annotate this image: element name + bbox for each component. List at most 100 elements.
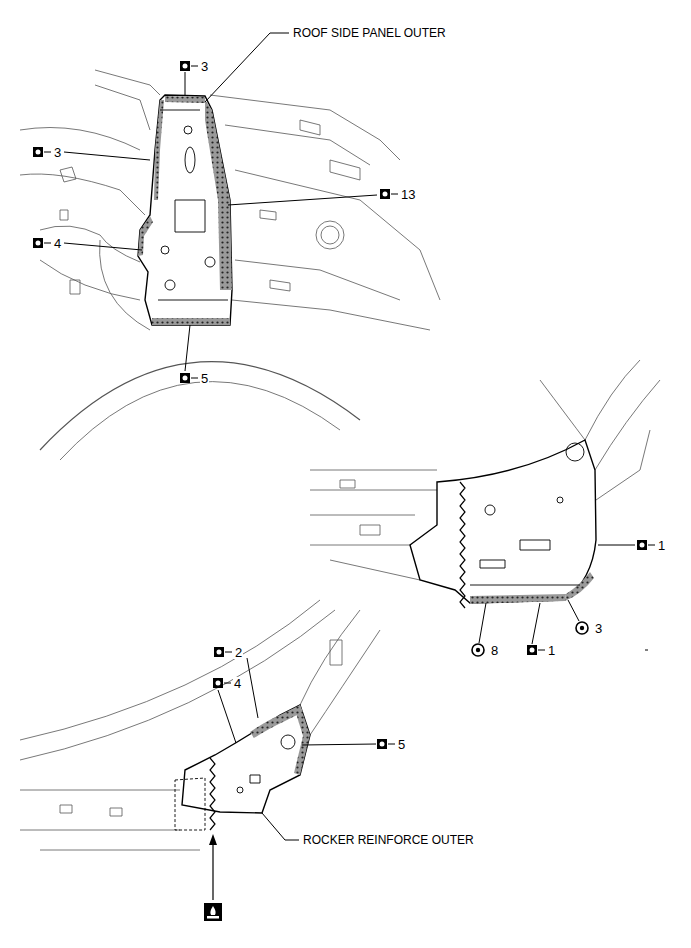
background-body: [310, 490, 437, 491]
callout-dash: [391, 194, 398, 195]
background-body: [270, 280, 290, 291]
background-body: [235, 170, 440, 300]
leader-line: [185, 325, 190, 371]
leader-line: [185, 72, 186, 95]
callout-dash: [44, 152, 51, 153]
callout-dash: [44, 66, 655, 744]
rocker-reinforce-part: [175, 778, 205, 830]
spot-weld-symbol: [637, 540, 647, 550]
rocker-panel-part: [565, 572, 594, 601]
spot-weld-symbol: [383, 192, 388, 197]
spot-weld-symbol: [183, 376, 188, 381]
callout-dash: [645, 650, 648, 651]
background-body: [316, 221, 344, 249]
roof-side-panel-part: [175, 200, 205, 232]
part-name: ROCKER REINFORCE OUTER: [302, 834, 475, 846]
rocker-panel-part: [485, 505, 495, 515]
background-body: [232, 300, 430, 330]
background-body: [310, 515, 415, 516]
background-body: [20, 790, 180, 791]
spot-weld-symbol: [377, 739, 387, 749]
leader-line: [64, 152, 150, 160]
plug-weld-symbol: [476, 648, 480, 652]
rocker-reinforce-part: [294, 705, 310, 775]
background-body: [300, 120, 320, 135]
callout-number: 2: [234, 646, 243, 659]
background-body: [330, 560, 420, 580]
spot-weld-symbol: [380, 742, 385, 747]
roof-side-panel-part: [158, 110, 228, 300]
background-body: [340, 480, 355, 488]
background-body: [595, 380, 660, 470]
roof-side-panel-part: [158, 300, 228, 301]
background-body: [20, 600, 320, 740]
background-body: [260, 210, 276, 220]
roof-side-panel-part: [205, 257, 215, 267]
background-body: [596, 430, 650, 500]
background-body: [60, 210, 68, 220]
leader-line: [228, 195, 377, 205]
callout-dash: [538, 650, 545, 651]
roof-side-panel-part: [160, 110, 200, 111]
spot-weld-symbol: [36, 241, 41, 246]
sealer-symbol: [212, 842, 213, 900]
roof-side-panel-part: [205, 100, 232, 290]
callout-number: 3: [594, 622, 603, 635]
leader-line: [218, 690, 236, 743]
background-body: [40, 850, 200, 851]
spot-weld-symbol: [183, 64, 188, 69]
background-body: [20, 830, 180, 831]
rocker-reinforce-part: [250, 775, 260, 783]
spot-weld-symbol: [217, 650, 222, 655]
spot-weld-symbol: [380, 189, 390, 199]
callout-dash: [648, 545, 655, 546]
spot-weld-symbol: [180, 61, 190, 71]
background-body: [210, 95, 400, 160]
background-body: [20, 128, 140, 151]
sealer-symbol: [204, 834, 222, 921]
spot-weld-symbol: [640, 543, 645, 548]
sealer-symbol: [209, 834, 217, 845]
rocker-panel-part: [480, 560, 505, 568]
spot-weld-symbol: [33, 238, 43, 248]
rocker-reinforce-part: [182, 705, 310, 813]
callout-dash: [388, 744, 395, 745]
callout-number: 4: [53, 237, 62, 250]
rocker-reinforce-part: [281, 735, 295, 749]
spot-weld-symbol: [33, 147, 43, 157]
rocker-panel-part: [520, 540, 550, 550]
background-body: [310, 470, 437, 471]
callout-number: 3: [200, 60, 209, 73]
roof-side-panel-part: [165, 96, 205, 103]
leader-line: [205, 33, 289, 102]
roof-side-panel-part: [138, 95, 232, 325]
background-body: [20, 70, 440, 460]
background-body: [40, 260, 140, 300]
rocker-reinforce-part: [175, 705, 310, 830]
background-body: [330, 640, 342, 665]
spot-weld-symbol: [530, 648, 535, 653]
roof-side-panel-part: [165, 280, 175, 290]
rocker-panel-part: [566, 443, 584, 461]
background-body: [60, 805, 72, 813]
background-body: [20, 600, 380, 850]
leader-line: [598, 545, 635, 546]
roof-side-panel-part: [184, 126, 192, 134]
plug-weld-symbol: [580, 626, 584, 630]
callout-dash: [44, 243, 51, 244]
sealer-symbol: [204, 903, 222, 921]
rocker-panel-part: [470, 443, 584, 585]
background-body: [95, 85, 150, 130]
background-body: [540, 380, 585, 440]
callout-number: 1: [657, 539, 666, 552]
rocker-reinforce-part: [237, 787, 243, 793]
leader-line: [262, 813, 299, 840]
background-body: [300, 610, 360, 705]
rocker-panel-part: [460, 482, 465, 608]
leader-line: [532, 603, 540, 644]
leader-line: [302, 744, 376, 745]
background-body: [60, 167, 76, 182]
rocker-reinforce-part: [175, 735, 295, 830]
